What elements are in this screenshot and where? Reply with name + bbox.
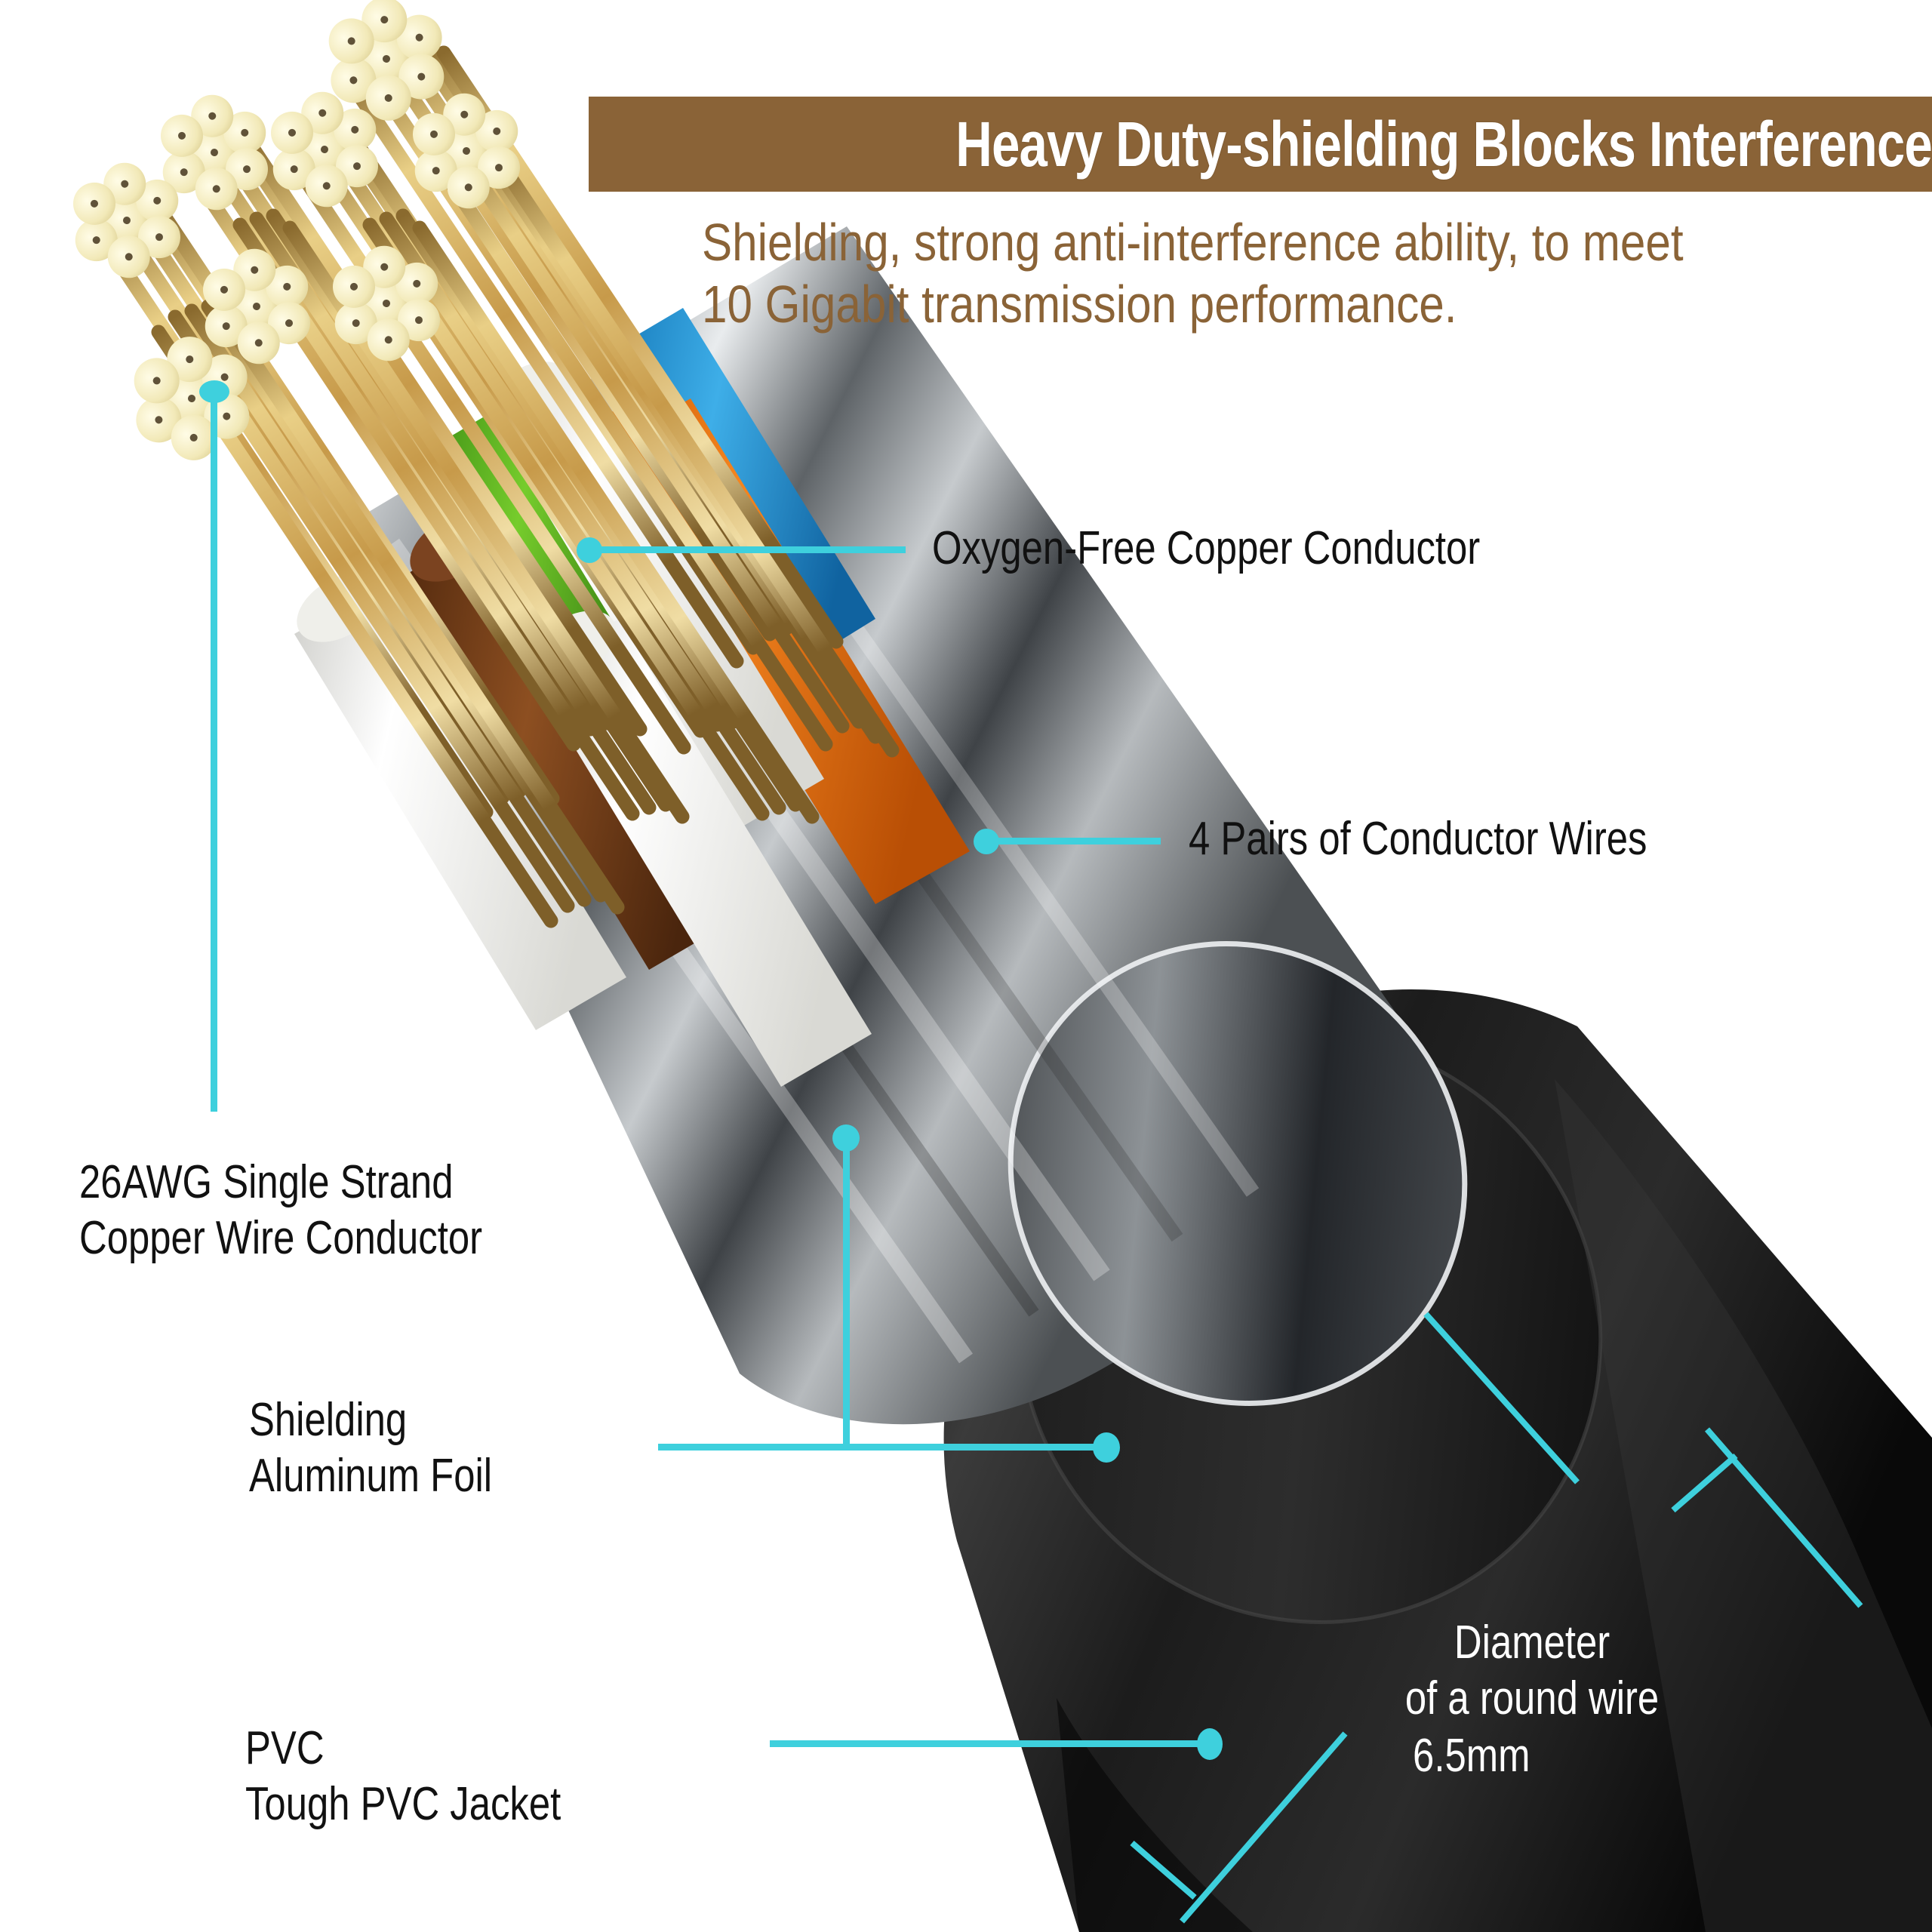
- label-pvc-line-1: PVC: [245, 1722, 325, 1774]
- leader-dot-foil-right: [1093, 1432, 1120, 1463]
- strand-cut-end: [72, 0, 521, 460]
- label-diameter-line-2: of a round wire: [1404, 1672, 1660, 1724]
- banner-title: Heavy Duty-shielding Blocks Interference: [955, 109, 1932, 180]
- subtitle-block: Shielding, strong anti-interference abil…: [702, 211, 1740, 335]
- leader-line-awg-conductor: [211, 391, 217, 1112]
- leader-line-oxygen-free-copper: [589, 546, 906, 553]
- label-pvc-line-2: Tough PVC Jacket: [245, 1778, 561, 1830]
- copper-conductor-strands-graphic: [72, 0, 900, 928]
- leader-line-pvc-jacket: [770, 1740, 1211, 1747]
- label-awg-line-1: 26AWG Single Strand: [79, 1156, 454, 1208]
- label-oxygen-free-copper: Oxygen-Free Copper Conductor: [932, 522, 1481, 574]
- leader-line-foil-horizontal: [658, 1444, 1111, 1451]
- subtitle-line-2: 10 Gigabit transmission performance.: [702, 275, 1457, 334]
- label-four-pairs: 4 Pairs of Conductor Wires: [1189, 813, 1647, 865]
- label-diameter: Diameter of a round wire: [1405, 1615, 1659, 1727]
- label-awg-line-2: Copper Wire Conductor: [79, 1212, 483, 1264]
- title-banner: [589, 97, 1932, 192]
- subtitle-line-1: Shielding, strong anti-interference abil…: [702, 213, 1684, 272]
- label-diameter-line-1: Diameter: [1454, 1617, 1611, 1669]
- label-pvc-jacket: PVC Tough PVC Jacket: [245, 1721, 561, 1832]
- leader-line-four-pairs: [986, 838, 1161, 844]
- leader-dot-pvc-jacket: [1197, 1728, 1223, 1760]
- label-awg-conductor: 26AWG Single Strand Copper Wire Conducto…: [79, 1155, 482, 1266]
- label-foil-line-2: Aluminum Foil: [249, 1450, 493, 1502]
- leader-line-foil-vertical: [843, 1137, 850, 1447]
- label-shielding-foil: Shielding Aluminum Foil: [249, 1392, 492, 1504]
- label-foil-line-1: Shielding: [249, 1394, 408, 1446]
- label-diameter-value: 6.5mm: [1413, 1730, 1531, 1782]
